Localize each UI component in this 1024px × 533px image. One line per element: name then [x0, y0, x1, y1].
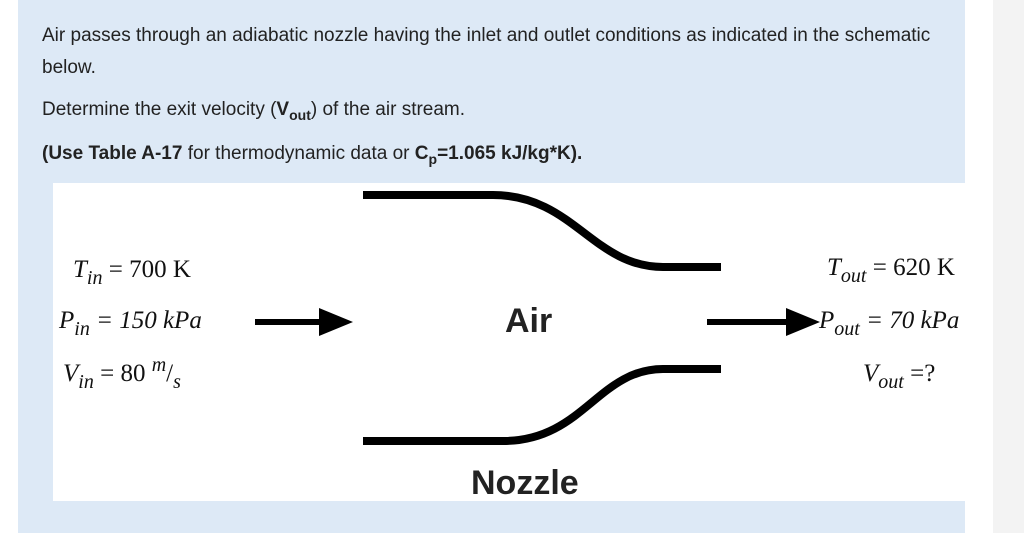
problem-statement: Air passes through an adiabatic nozzle h…	[42, 25, 931, 78]
outlet-temperature: Tout = 620 K	[827, 254, 955, 287]
cp-value: Cp=1.065 kJ/kg*K).	[414, 143, 583, 167]
inlet-pressure: Pin = 150 kPa	[59, 307, 202, 340]
nozzle-lower-wall	[363, 365, 721, 445]
outlet-pressure: Pout = 70 kPa	[819, 307, 960, 340]
task-statement: Determine the exit velocity (Vout) of th…	[42, 94, 465, 126]
inlet-arrow-head	[319, 308, 353, 336]
inlet-velocity: Vin = 80 m/s	[63, 354, 181, 393]
task-text-end: ) of the air stream.	[310, 99, 466, 120]
table-reference: Table A-17	[88, 143, 183, 164]
outlet-velocity: Vout =?	[863, 360, 936, 393]
nozzle-drawing	[255, 191, 820, 445]
exit-velocity-symbol: Vout	[276, 99, 311, 123]
nozzle-label: Nozzle	[471, 464, 579, 502]
nozzle-schematic: Tin = 700 K Pin = 150 kPa Vin = 80 m/s T…	[53, 183, 965, 502]
nozzle-upper-wall	[363, 191, 721, 271]
air-label: Air	[505, 302, 553, 340]
outlet-arrow-head	[786, 308, 820, 336]
inlet-temperature: Tin = 700 K	[73, 256, 191, 289]
data-hint: (Use Table A-17 for thermodynamic data o…	[42, 143, 583, 167]
side-column	[993, 0, 1024, 533]
task-text-start: Determine the exit velocity (	[42, 99, 277, 120]
